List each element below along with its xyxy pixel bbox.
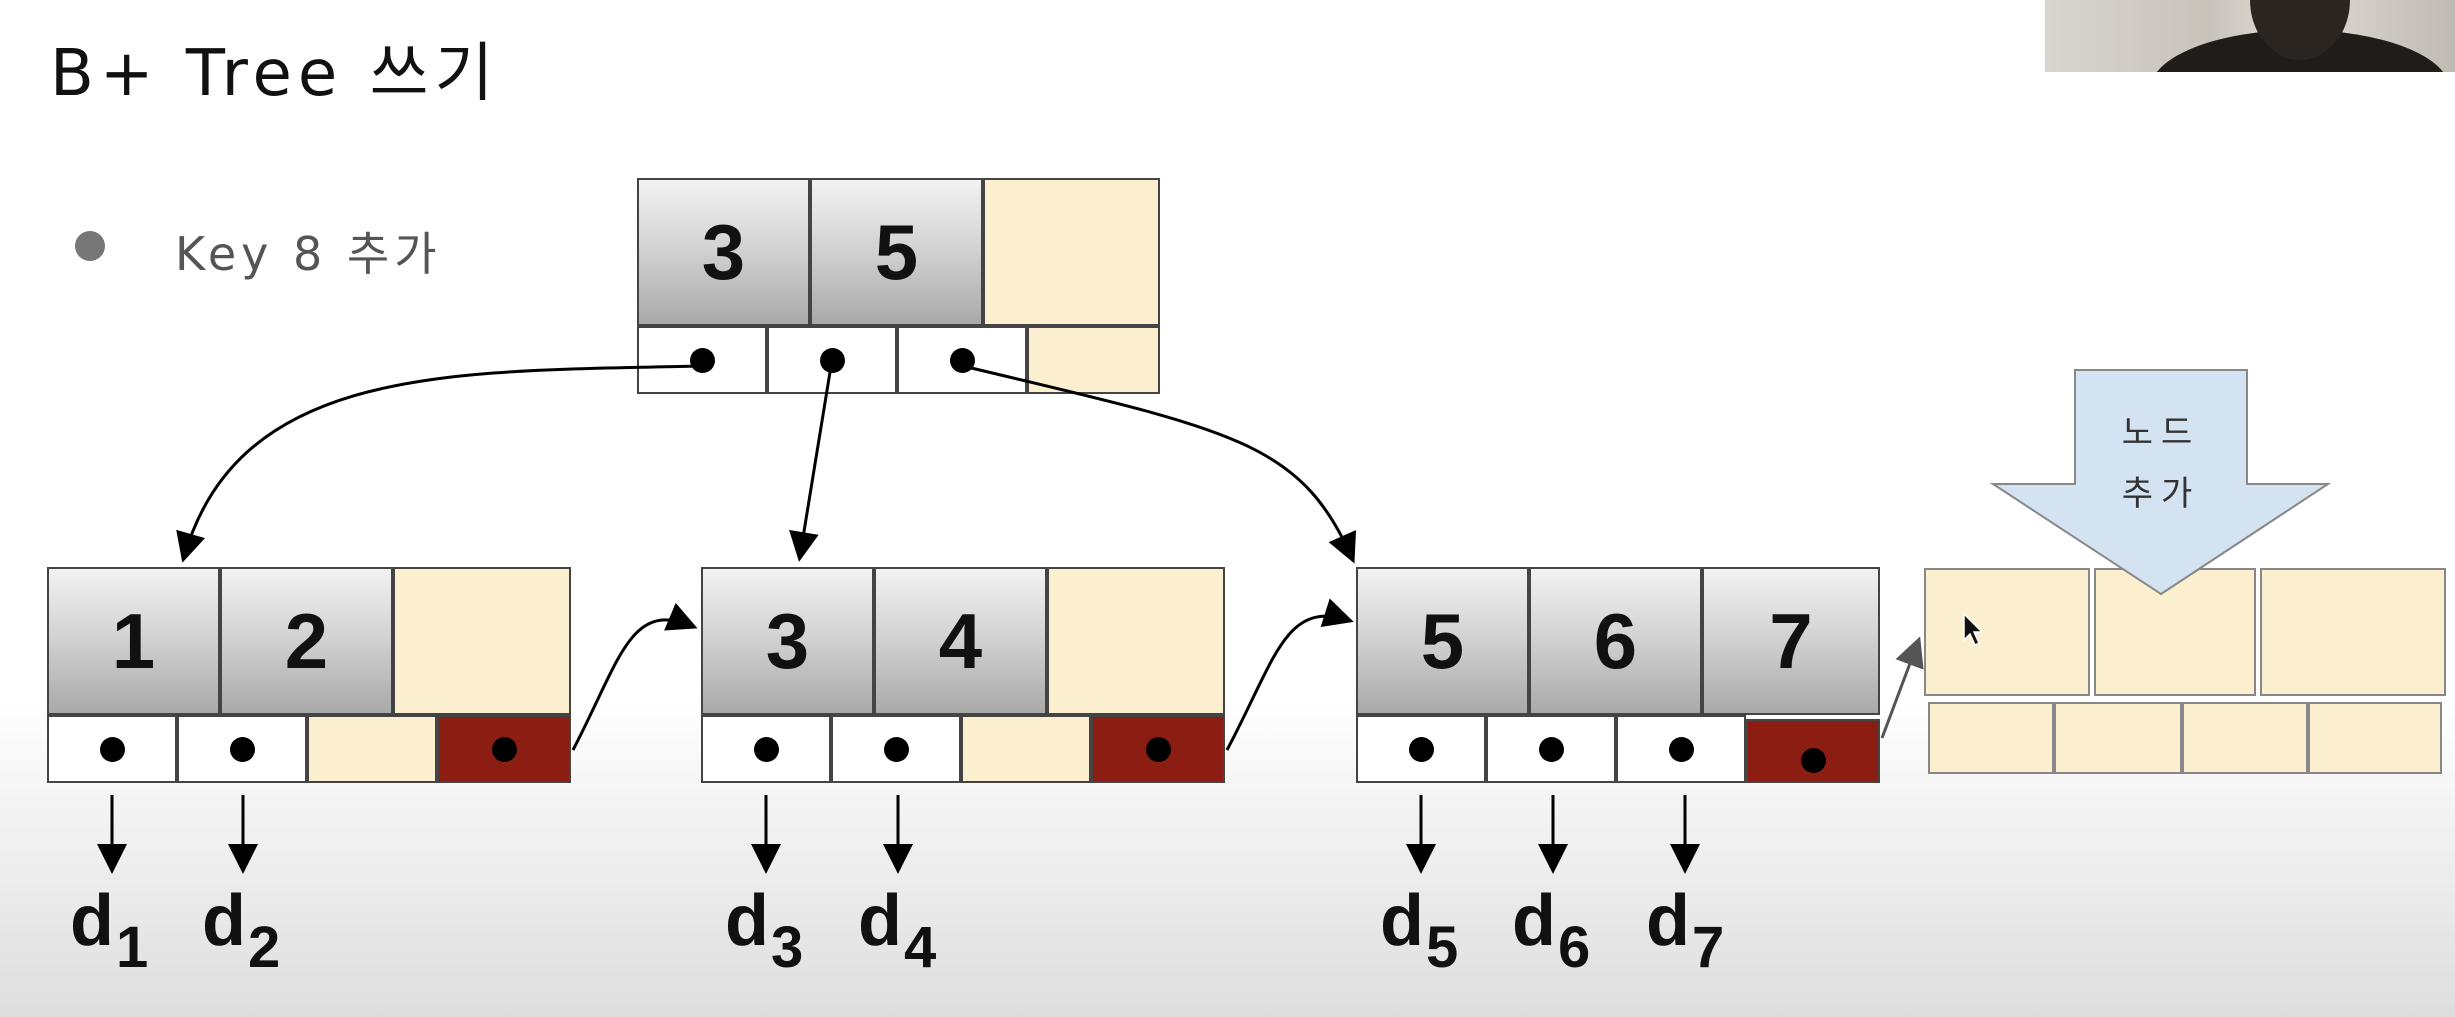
root-pointer-4 <box>1027 326 1160 394</box>
mouse-cursor-icon <box>1963 612 1984 647</box>
leaf2-pointer-3 <box>961 715 1091 783</box>
leaf3-key-3: 7 <box>1702 567 1880 715</box>
pointer-dot-icon <box>1668 736 1694 762</box>
data-label-d3: d3 <box>725 881 804 980</box>
root-to-leaf1-arrow <box>176 364 701 563</box>
leaf1-key-1: 1 <box>47 567 220 715</box>
leaf3-to-new-node-arrow <box>1880 636 1924 739</box>
data-label-d6: d6 <box>1512 881 1591 980</box>
data-label-d1: d1 <box>70 881 149 980</box>
data-label-d4: d4 <box>858 881 937 980</box>
new-node-pointer-4 <box>2308 702 2442 774</box>
new-node-pointer-1 <box>1928 702 2054 774</box>
data-label-d7: d7 <box>1646 881 1725 980</box>
root-to-leaf2-arrow <box>789 365 833 562</box>
leaf1-key-2: 2 <box>220 567 393 715</box>
leaf3-pointer-2 <box>1486 715 1616 783</box>
data-label-d2: d2 <box>202 881 281 980</box>
new-node-pointer-2 <box>2054 702 2182 774</box>
new-node-key-1 <box>1924 568 2090 696</box>
leaf1-pointer-3 <box>307 715 437 783</box>
pointer-dot-icon <box>1538 736 1564 762</box>
leaf1-to-leaf2-arrow <box>571 602 698 751</box>
bullet-icon <box>75 231 105 261</box>
root-key-3 <box>983 178 1160 326</box>
pointer-dot-icon <box>753 736 779 762</box>
leaf1-key-3 <box>393 567 571 715</box>
leaf1-pointer-1 <box>47 715 177 783</box>
pointer-dot-icon <box>491 736 517 762</box>
add-node-label-line2: 추가 <box>2121 474 2201 514</box>
bullet-text: Key 8 추가 <box>175 227 442 281</box>
leaf1-pointer-2 <box>177 715 307 783</box>
leaf1-next-pointer <box>437 715 571 783</box>
pointer-dot-icon <box>99 736 125 762</box>
leaf2-key-2: 4 <box>874 567 1047 715</box>
leaf3-pointer-1 <box>1356 715 1486 783</box>
root-key-2: 5 <box>810 178 983 326</box>
leaf2-pointer-1 <box>701 715 831 783</box>
root-to-leaf3-arrow <box>962 364 1357 564</box>
new-node-pointer-3 <box>2182 702 2308 774</box>
root-pointer-1 <box>637 326 767 394</box>
pointer-dot-icon <box>1408 736 1434 762</box>
pointer-dot-icon <box>689 347 715 373</box>
leaf2-key-3 <box>1047 567 1225 715</box>
leaf2-key-1: 3 <box>701 567 874 715</box>
pointer-dot-icon <box>1145 736 1171 762</box>
pointer-dot-icon <box>883 736 909 762</box>
leaf3-pointer-3 <box>1616 715 1746 783</box>
new-node-key-2 <box>2094 568 2256 696</box>
leaf2-next-pointer <box>1091 715 1225 783</box>
leaf-node-1: 1 2 <box>47 567 571 785</box>
root-key-1: 3 <box>637 178 810 326</box>
pointer-dot-icon <box>1800 747 1826 773</box>
slide-title: B+ Tree 쓰기 <box>50 37 500 111</box>
leaf3-key-1: 5 <box>1356 567 1529 715</box>
leaf2-pointer-2 <box>831 715 961 783</box>
webcam-overlay <box>2045 0 2455 72</box>
leaf-node-2: 3 4 <box>701 567 1225 785</box>
leaf3-key-2: 6 <box>1529 567 1702 715</box>
add-node-arrow-shape <box>1989 369 2332 596</box>
root-pointer-3 <box>897 326 1027 394</box>
new-node-key-3 <box>2260 568 2446 696</box>
root-node: 3 5 <box>637 178 1160 396</box>
new-leaf-node <box>1924 568 2446 778</box>
leaf2-to-leaf3-arrow <box>1225 598 1354 751</box>
pointer-dot-icon <box>229 736 255 762</box>
leaf3-next-pointer <box>1746 719 1880 783</box>
add-node-label-line1: 노드 <box>2121 413 2201 453</box>
data-label-d5: d5 <box>1380 881 1459 980</box>
leaf-node-3: 5 6 7 <box>1356 567 1880 785</box>
